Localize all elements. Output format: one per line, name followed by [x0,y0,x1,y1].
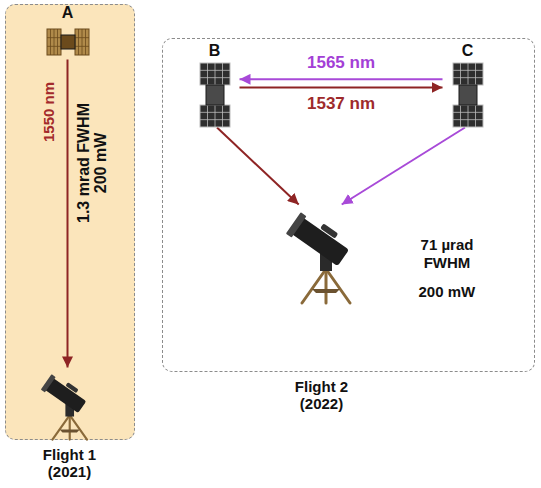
panel-grid [453,119,483,120]
solar-panel [47,29,61,55]
panel-grid [214,63,215,85]
satellite-body [206,85,224,105]
satellite-node: C [443,42,493,128]
tripod-tray [59,429,79,432]
satellite-body [459,85,477,105]
tripod-leg [302,269,326,303]
panel-caption: Flight 1 (2021) [30,446,110,480]
panel-grid [207,63,208,85]
solar-panel [453,63,483,85]
beam-spec: 1.3 mrad FWHM [76,103,92,223]
satellite-letter: C [443,42,493,60]
panel-grid [475,63,476,85]
beam-spec: 71 µrad FWHM [415,236,479,272]
tripod-tray [312,289,340,293]
beam-arrow [240,87,443,89]
tripod-leg [326,269,350,303]
panel-grid [75,45,89,46]
beam-arrow [240,78,443,80]
panel-grid [81,29,82,55]
panel-grid [222,105,223,127]
satellite-icon [190,62,240,128]
panel-grid [85,29,86,55]
tripod-leg [324,269,327,303]
satellite-letter: B [190,42,240,60]
beam-spec: 200 mW [93,133,109,193]
panel-grid [50,29,51,55]
tripod-leg [68,415,70,440]
panel-grid [47,37,61,38]
tripod-leg [69,415,86,440]
solar-panel [75,29,89,55]
panel-grid [57,29,58,55]
panel-grid [75,37,89,38]
satellite-icon [443,62,493,128]
panel-grid [453,69,483,70]
solar-panel [453,105,483,127]
telescope-icon [38,368,100,442]
beam-arrow [217,128,299,205]
panel-grid [460,105,461,127]
panel-grid [222,63,223,85]
panel-grid [460,63,461,85]
panel-grid [47,45,61,46]
satellite-node: B [190,42,240,128]
panel-grid [214,105,215,127]
flight-panel: Flight 1 (2021)A [5,4,135,440]
panel-grid [467,63,468,85]
panel-grid [53,29,54,55]
beam-arrow [67,60,69,368]
panel-grid [200,111,230,112]
panel-caption: Flight 2 (2022) [282,378,362,412]
satellite-icon [46,24,90,60]
panel-grid [200,69,230,70]
telescope-icon [282,205,368,305]
telescope-node [38,368,100,442]
telescope-tube [285,208,352,268]
wavelength-label: 1537 nm [307,96,375,112]
panel-grid [200,119,230,120]
telescope-node [282,205,368,305]
panel-grid [200,77,230,78]
satellite-body [61,35,75,49]
panel-grid [207,105,208,127]
panel-grid [453,111,483,112]
wavelength-label: 1565 nm [307,55,375,71]
satellite-letter: A [46,4,90,22]
panel-grid [453,77,483,78]
telescope-tube [40,371,88,414]
satellite-node: A [46,4,90,60]
panel-grid [475,105,476,127]
solar-panel [200,105,230,127]
beam-spec: 200 mW [419,283,476,301]
beam-arrow [342,128,465,205]
panel-grid [78,29,79,55]
tripod-leg [52,415,69,440]
panel-grid [467,105,468,127]
solar-panel [200,63,230,85]
wavelength-label: 1550 nm [41,82,57,142]
